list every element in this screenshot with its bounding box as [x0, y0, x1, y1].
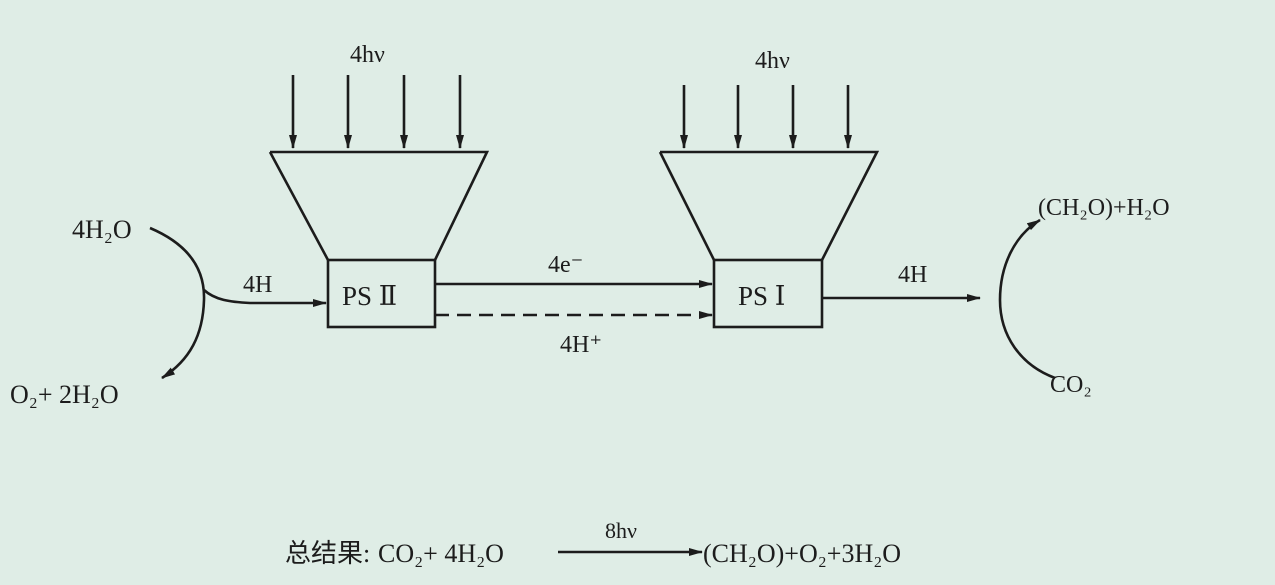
summary-equation: 总结果: CO₂+ 4H₂O 8hν (CH₂O)+O₂+3H₂O: [285, 518, 901, 568]
summary-energy: 8hν: [605, 518, 637, 543]
psi-antenna-funnel: [658, 150, 880, 261]
psi-light-label: 4hν: [755, 48, 790, 74]
hydrogen-to-psii-label: 4H: [243, 272, 272, 298]
water-input-label: 4H₂O: [72, 215, 132, 244]
psii-light-label: 4hν: [350, 42, 385, 68]
hydrogen-to-psii-arrow: [203, 289, 327, 307]
water-output-label: O₂+ 2H₂O: [10, 380, 119, 409]
hydrogen-from-psi-label: 4H: [898, 262, 927, 288]
summary-products: (CH₂O)+O₂+3H₂O: [703, 539, 901, 568]
psii-label: PS Ⅱ: [342, 281, 397, 311]
carbon-fixation-curve: [998, 218, 1056, 380]
psi-label: PS Ⅰ: [738, 281, 785, 311]
summary-reactants: CO₂+ 4H₂O: [378, 539, 504, 568]
photosystem-i: 4hν PS Ⅰ: [658, 48, 880, 329]
psi-light-arrows: [680, 85, 852, 149]
water-splitting-curve: [149, 226, 206, 380]
psii-antenna-funnel: [268, 150, 490, 261]
photosystem-ii: 4hν PS Ⅱ: [268, 42, 490, 329]
electron-label: 4e⁻: [548, 252, 583, 278]
carbon-product-label: (CH₂O)+H₂O: [1038, 195, 1170, 221]
psii-light-arrows: [289, 75, 464, 149]
psii-box: [326, 258, 437, 329]
carbon-input-label: CO₂: [1050, 372, 1092, 398]
proton-label: 4H⁺: [560, 332, 602, 358]
summary-prefix: 总结果:: [285, 539, 370, 568]
psi-box: [712, 258, 824, 329]
